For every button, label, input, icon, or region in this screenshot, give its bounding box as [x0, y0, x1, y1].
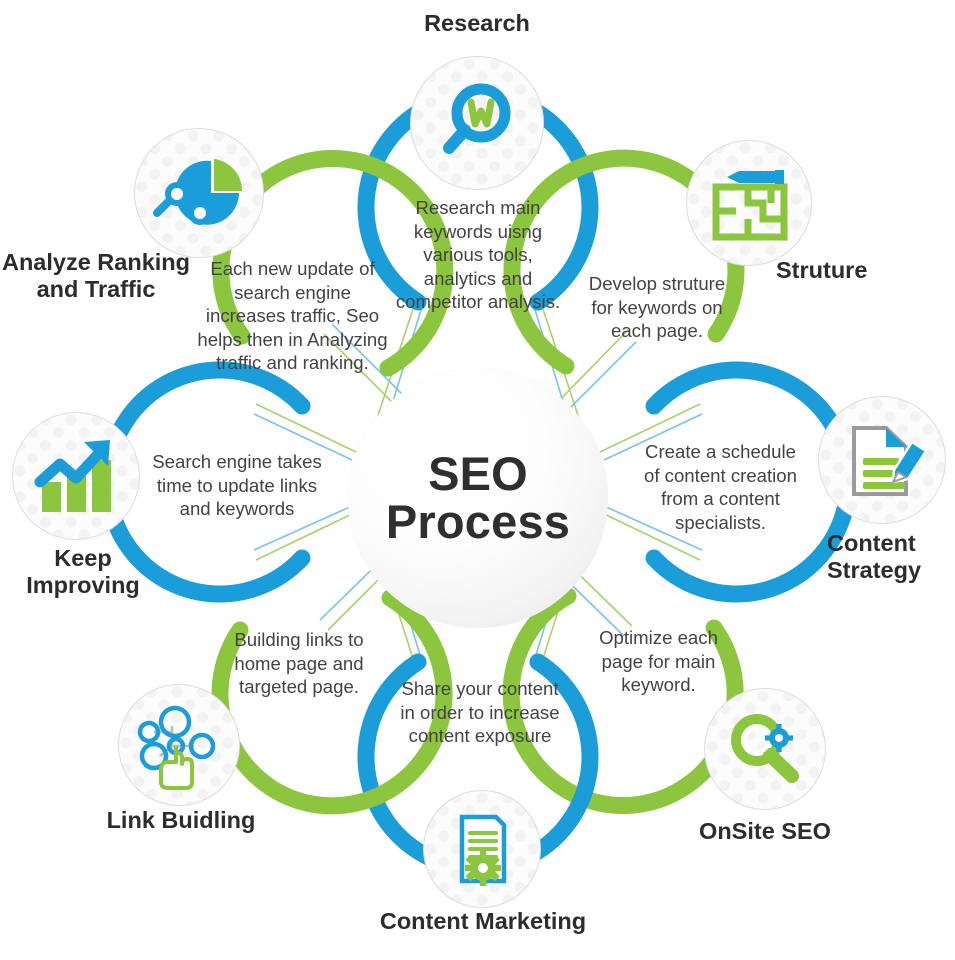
center-sphere: SEO Process — [348, 368, 608, 628]
title-keep-improving: Keep Improving — [2, 545, 164, 600]
description-keep-improving: Search engine takes time to update links… — [152, 451, 322, 520]
icon-bubble-analyze-ranking[interactable] — [134, 128, 264, 258]
pencil — [727, 170, 784, 184]
description-content-marketing: Share your content in order to increase … — [400, 678, 560, 747]
description-analyze-ranking: Each new update of search engine increas… — [197, 258, 388, 374]
description-content-strategy: Create a schedule of content creation fr… — [644, 441, 797, 533]
blueprint-pencil-icon — [712, 170, 788, 241]
title-keep-improving-line1: Keep — [54, 545, 112, 571]
document-gear-icon — [459, 814, 507, 886]
title-content-strategy-line2: Strategy — [827, 557, 922, 584]
title-content-marketing: Content Marketing — [379, 908, 587, 934]
gear — [765, 724, 793, 752]
title-content-strategy: Content Strategy — [827, 530, 955, 585]
network-nodes-hand-icon — [137, 705, 216, 790]
document-pencil-icon — [852, 426, 928, 496]
center-label-line2: Process — [385, 495, 571, 548]
title-content-strategy-line1: Content — [827, 530, 916, 556]
description-onsite-seo: Optimize each page for main keyword. — [599, 627, 718, 696]
title-analyze-ranking-line2: and Traffic — [36, 276, 156, 303]
description-struture: Develop struture for keywords on each pa… — [588, 273, 726, 342]
magnifier-search-icon — [443, 83, 511, 154]
icon-bubble-onsite-seo[interactable] — [704, 688, 826, 810]
title-onsite-seo: OnSite SEO — [699, 818, 831, 844]
title-link-buidling: Link Buidling — [106, 807, 256, 833]
pie-chart-line-graph-icon — [153, 159, 243, 225]
pencil — [890, 440, 928, 484]
icon-bubble-keep-improving[interactable] — [12, 412, 140, 540]
growth-bar-chart-arrow-icon — [34, 440, 111, 512]
description-research: Research main keywords uisng various too… — [395, 197, 561, 313]
title-analyze-ranking: Analyze Ranking and Traffic — [0, 249, 192, 304]
icon-bubble-research[interactable] — [410, 56, 544, 190]
title-research: Research — [424, 10, 530, 36]
title-struture: Struture — [776, 257, 868, 283]
icon-bubble-content-marketing[interactable] — [423, 790, 541, 908]
title-analyze-ranking-line1: Analyze Ranking — [1, 249, 191, 275]
title-keep-improving-line2: Improving — [26, 572, 140, 599]
gear — [465, 850, 501, 886]
center-label: SEO Process — [385, 446, 571, 548]
icon-bubble-content-strategy[interactable] — [818, 396, 946, 524]
description-link-buidling: Building links to home page and targeted… — [234, 629, 364, 698]
center-label-line1: SEO — [428, 446, 528, 500]
icon-bubble-struture[interactable] — [686, 140, 812, 266]
magnifier-gear-icon — [731, 714, 799, 783]
icon-bubble-link-buidling[interactable] — [118, 684, 240, 806]
